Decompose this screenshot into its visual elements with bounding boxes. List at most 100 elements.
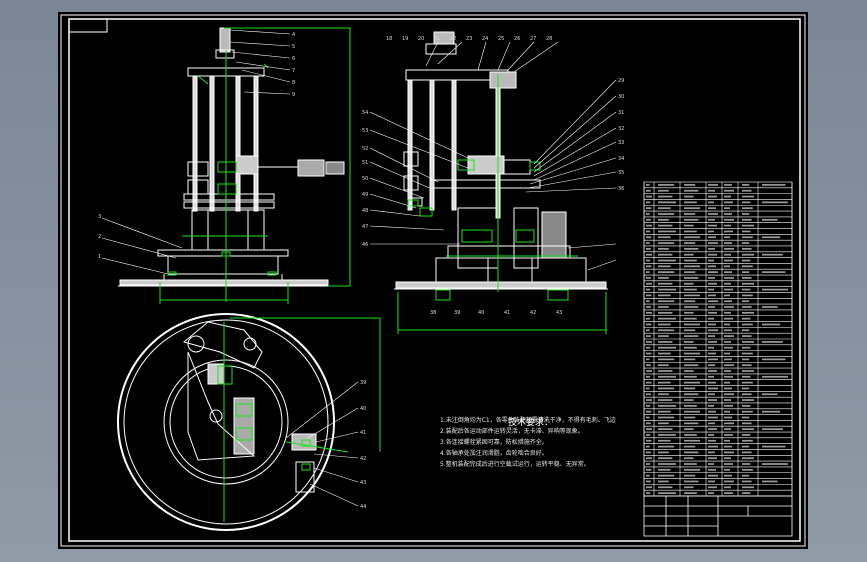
parts-list-cell	[708, 282, 717, 285]
parts-list-cell	[684, 352, 700, 355]
parts-list-cell	[724, 434, 733, 436]
parts-list-cell	[742, 445, 750, 448]
parts-list-cell	[646, 364, 651, 367]
parts-list-cell	[724, 341, 731, 343]
parts-list-cell	[658, 416, 675, 419]
parts-list-cell	[684, 463, 697, 465]
parts-list-cell	[658, 271, 675, 274]
drawing-sheet: 4 5 6 7 8 9 3 2 1	[58, 12, 808, 549]
technical-requirement-1: 1.未注倒角均为C1，各零件装配前需清洗干净，不得有毛刺、飞边	[440, 417, 616, 424]
parts-list-cell	[684, 184, 696, 186]
balloon-38: 38	[430, 310, 436, 316]
parts-list-cell	[646, 242, 650, 244]
balloon-23: 23	[466, 36, 472, 42]
balloon-40-plan: 40	[360, 406, 366, 412]
parts-list-cell	[708, 375, 714, 378]
parts-list-cell	[724, 399, 731, 401]
balloon-51: 51	[362, 160, 368, 166]
parts-list-cell	[658, 381, 671, 384]
parts-list-cell	[724, 265, 730, 268]
parts-list-cell	[684, 434, 697, 436]
parts-list-cell	[742, 341, 754, 343]
parts-list-cell	[742, 184, 750, 186]
parts-list-cell	[658, 306, 669, 308]
parts-list-cell	[762, 306, 778, 308]
balloon-19: 19	[402, 36, 408, 42]
balloon-50: 50	[362, 176, 368, 182]
parts-list-cell	[742, 189, 752, 192]
parts-list-cell	[684, 236, 700, 239]
parts-list-cell	[708, 468, 716, 471]
balloon-5: 5	[292, 44, 295, 50]
parts-list-cell	[658, 335, 669, 337]
parts-list-cell	[658, 463, 676, 465]
parts-list-cell	[708, 259, 714, 262]
parts-list-cell	[742, 311, 754, 314]
parts-list-cell	[646, 393, 651, 396]
parts-list-cell	[646, 352, 652, 355]
parts-list-cell	[708, 393, 715, 396]
parts-list-cell	[742, 492, 751, 494]
parts-list-cell	[762, 410, 781, 413]
parts-list-cell	[742, 195, 754, 198]
parts-list-cell	[708, 480, 715, 483]
parts-list-cell	[646, 335, 651, 337]
parts-list-cell	[646, 346, 651, 349]
parts-list-cell	[684, 253, 694, 256]
parts-list-cell	[724, 335, 734, 337]
parts-list-cell	[724, 300, 732, 303]
parts-list-cell	[708, 218, 715, 221]
parts-list-cell	[724, 277, 734, 279]
parts-list	[643, 181, 793, 497]
parts-list-cell	[742, 277, 752, 279]
parts-list-cell	[708, 335, 715, 337]
parts-list-cell	[724, 224, 731, 227]
parts-list-cell	[708, 434, 714, 436]
parts-list-cell	[724, 480, 734, 483]
parts-list-cell	[684, 265, 700, 268]
parts-list-cell	[658, 277, 669, 279]
parts-list-cell	[742, 253, 754, 256]
parts-list-cell	[658, 457, 673, 460]
parts-list-cell	[684, 195, 694, 198]
parts-list-cell	[724, 195, 731, 198]
parts-list-cell	[646, 288, 651, 291]
parts-list-cell	[724, 439, 730, 442]
parts-list-cell	[724, 422, 734, 425]
balloon-24: 24	[482, 36, 488, 42]
parts-list-cell	[658, 480, 669, 483]
parts-list-cell	[684, 492, 697, 494]
parts-list-cell	[684, 207, 700, 210]
parts-list-cell	[708, 410, 716, 413]
parts-list-cell	[658, 311, 673, 314]
parts-list-cell	[708, 492, 714, 494]
parts-list-cell	[742, 381, 753, 384]
parts-list-cell	[762, 271, 786, 274]
balloon-28: 28	[546, 36, 552, 42]
parts-list-cell	[724, 352, 730, 355]
parts-list-cell	[658, 218, 669, 221]
parts-list-cell	[646, 358, 650, 361]
parts-list-cell	[724, 393, 734, 396]
parts-list-cell	[684, 358, 696, 361]
parts-list-cell	[658, 341, 673, 343]
parts-list-cell	[646, 445, 650, 448]
parts-list-cell	[646, 410, 652, 413]
parts-list-cell	[684, 230, 697, 233]
parts-list-cell	[684, 410, 700, 413]
balloon-52: 52	[362, 146, 368, 152]
parts-list-cell	[742, 358, 750, 361]
parts-list-cell	[708, 236, 716, 239]
parts-list-cell	[658, 474, 675, 477]
parts-list-cell	[646, 434, 651, 436]
parts-list-cell	[724, 457, 731, 460]
parts-list-cell	[646, 189, 651, 192]
parts-list-cell	[658, 404, 676, 407]
parts-list-cell	[708, 230, 714, 233]
parts-list-cell	[724, 346, 733, 349]
parts-list-cell	[708, 451, 715, 454]
parts-list-cell	[708, 370, 717, 372]
parts-list-cell	[742, 346, 751, 349]
parts-list-cell	[646, 329, 650, 332]
